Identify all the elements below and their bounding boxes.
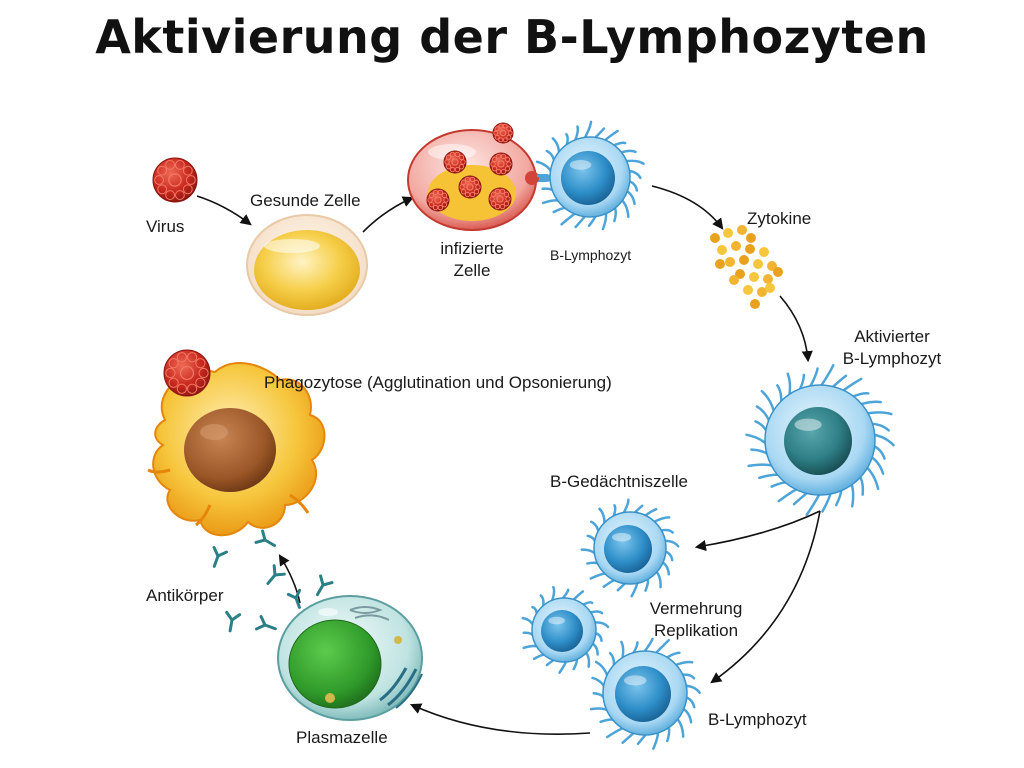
cytokines-icon (710, 225, 783, 309)
engulfed-virus-icon (163, 349, 211, 397)
arrow-to-activated (779, 295, 813, 363)
label-b-lymphocyte-top: B-Lymphozyt (550, 247, 632, 263)
page-title: Aktivierung der B-Lymphozyten (95, 10, 929, 64)
b-lymphocyte-top-icon (535, 120, 645, 231)
macrophage-icon (147, 362, 326, 537)
arrow-to-cytokines (651, 185, 724, 230)
infected-cell-icon (407, 122, 537, 231)
activated-b-lymphocyte-icon (745, 364, 895, 516)
label-virus: Virus (146, 217, 185, 236)
label-infected-cell-line1: infizierte (440, 239, 504, 258)
antibodies-icon (212, 529, 334, 633)
label-activated-line2: B-Lymphozyt (842, 349, 942, 368)
arrow-virus-to-cell (196, 195, 252, 226)
arrow-plasma-to-antibodies (278, 554, 301, 604)
label-replication-line1: Vermehrung (649, 599, 743, 618)
label-phagocytosis: Phagozytose (Agglutination und Opsonieru… (264, 373, 612, 392)
label-activated-line1: Aktivierter (854, 327, 930, 346)
label-memory-cell: B-Gedächtniszelle (550, 472, 688, 491)
arrow-to-plasma (409, 703, 591, 735)
label-b-lymphocyte-bottom: B-Lymphozyt (708, 710, 807, 729)
replicated-cell-icon (521, 585, 610, 674)
label-cytokines: Zytokine (747, 209, 812, 228)
label-infected-cell-line2: Zelle (453, 261, 491, 280)
label-replication-line2: Replikation (653, 621, 739, 640)
label-healthy-cell: Gesunde Zelle (250, 191, 361, 210)
plasma-cell-icon (277, 595, 423, 721)
arrow-to-memory (694, 510, 821, 552)
memory-cell-icon (580, 498, 680, 598)
arrow-cell-to-infected (362, 196, 415, 233)
b-lymphocyte-bottom-icon (589, 637, 701, 750)
flow-arrows (196, 185, 821, 735)
label-plasma-cell: Plasmazelle (296, 728, 388, 747)
virus-icon (152, 157, 198, 203)
arrow-to-b-lymphocyte (710, 510, 821, 684)
healthy-cell-icon (246, 214, 368, 316)
label-antibodies: Antikörper (146, 586, 224, 605)
